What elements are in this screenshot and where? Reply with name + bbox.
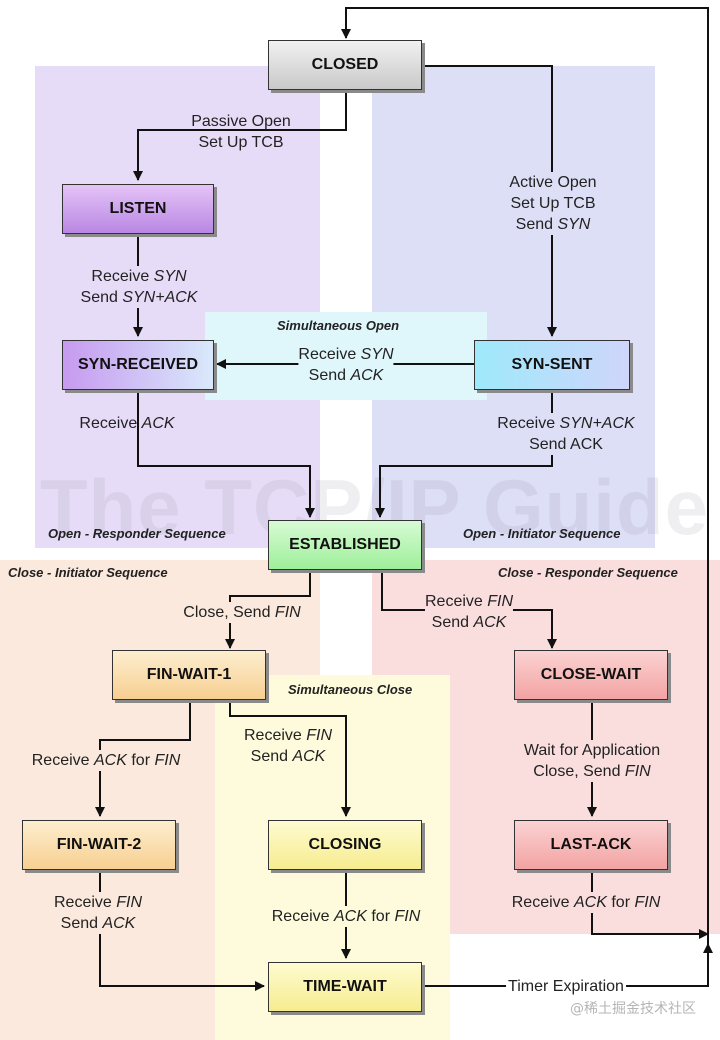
label-lastack-to-closed: Receive ACK for FIN bbox=[511, 892, 661, 913]
state-established: ESTABLISHED bbox=[268, 520, 422, 570]
label-cw-la-l2b: FIN bbox=[624, 763, 651, 780]
state-fin-wait-1: FIN-WAIT-1 bbox=[112, 650, 266, 700]
label-passive-open-line1: Passive Open bbox=[191, 113, 291, 130]
label-cl-tw-b: ACK bbox=[334, 908, 367, 925]
label-fw2-tw-l1b: FIN bbox=[116, 894, 143, 911]
label-simul-open-l2a: Send bbox=[308, 367, 351, 384]
label-fw1-closing-l2a: Send bbox=[250, 748, 293, 765]
label-synsent-to-est: Receive SYN+ACK Send ACK bbox=[497, 413, 635, 455]
label-cw-la-l2a: Close, Send bbox=[533, 763, 625, 780]
label-listen-synrcvd-l2b: SYN+ACK bbox=[122, 289, 198, 306]
label-synsent-est-l1a: Receive bbox=[497, 415, 560, 432]
caption-open-initiator: Open - Initiator Sequence bbox=[463, 526, 621, 541]
arrow-finwait1-to-closing bbox=[229, 700, 351, 817]
arrow-closed-to-synsent bbox=[422, 65, 557, 337]
label-fw2-tw-l2b: ACK bbox=[102, 915, 136, 932]
label-fw1-closing-l1a: Receive bbox=[243, 727, 307, 744]
label-cl-tw-c: for bbox=[366, 908, 395, 925]
label-cl-tw-a: Receive bbox=[271, 908, 334, 925]
label-finwait2-to-timewait: Receive FIN Send ACK bbox=[53, 892, 143, 934]
caption-close-initiator: Close - Initiator Sequence bbox=[8, 565, 168, 580]
label-fw2-tw-l1a: Receive bbox=[53, 894, 117, 911]
label-synsent-est-l2: Send ACK bbox=[529, 436, 603, 453]
label-timer-expiration: Timer Expiration bbox=[506, 976, 626, 997]
label-synsent-est-l1b: SYN+ACK bbox=[559, 415, 635, 432]
label-listen-synrcvd-l2a: Send bbox=[80, 289, 123, 306]
state-syn-sent: SYN-SENT bbox=[474, 340, 630, 390]
label-est-closewait-l1b: FIN bbox=[487, 593, 514, 610]
caption-close-responder: Close - Responder Sequence bbox=[498, 565, 678, 580]
label-active-open-line2: Set Up TCB bbox=[510, 195, 596, 212]
label-listen-to-synrcvd: Receive SYN Send SYN+ACK bbox=[80, 266, 198, 308]
label-est-closewait-l2b: ACK bbox=[473, 614, 507, 631]
arrow-finwait1-to-finwait2 bbox=[95, 700, 191, 817]
label-finwait1-to-finwait2: Receive ACK for FIN bbox=[31, 750, 181, 771]
region-open-initiator bbox=[372, 66, 655, 548]
caption-simultaneous-close: Simultaneous Close bbox=[288, 682, 413, 697]
state-time-wait: TIME-WAIT bbox=[268, 962, 422, 1012]
label-fw1-closing-l2b: ACK bbox=[292, 748, 326, 765]
label-fw1-fw2-d: FIN bbox=[154, 752, 181, 769]
label-simul-open-l1a: Receive bbox=[298, 346, 361, 363]
label-closewait-to-lastack: Wait for Application Close, Send FIN bbox=[523, 740, 661, 782]
label-active-open-line1: Active Open bbox=[509, 174, 597, 191]
label-synrcvd-est-l1b: ACK bbox=[141, 415, 175, 432]
label-la-cl-b: ACK bbox=[574, 894, 607, 911]
state-closing: CLOSING bbox=[268, 820, 422, 870]
caption-simultaneous-open: Simultaneous Open bbox=[277, 318, 400, 333]
label-est-closewait-l2a: Send bbox=[431, 614, 474, 631]
label-passive-open-line2: Set Up TCB bbox=[198, 134, 284, 151]
state-last-ack: LAST-ACK bbox=[514, 820, 668, 870]
label-fw1-fw2-b: ACK bbox=[94, 752, 127, 769]
label-cl-tw-d: FIN bbox=[394, 908, 421, 925]
arrow-rail-to-closed bbox=[341, 7, 709, 944]
label-fw1-closing-l1b: FIN bbox=[306, 727, 333, 744]
label-passive-open: Passive Open Set Up TCB bbox=[191, 111, 291, 153]
label-timer-expiration-text: Timer Expiration bbox=[508, 978, 624, 995]
label-est-finwait1-l1a: Close, Send bbox=[183, 604, 275, 621]
label-active-open: Active Open Set Up TCB Send SYN bbox=[509, 172, 597, 235]
label-simul-open: Receive SYN Send ACK bbox=[298, 344, 394, 386]
label-fw1-fw2-c: for bbox=[126, 752, 155, 769]
label-la-cl-d: FIN bbox=[634, 894, 661, 911]
label-fw1-fw2-a: Receive bbox=[31, 752, 94, 769]
arrow-closed-to-listen bbox=[133, 90, 347, 181]
label-simul-open-l1b: SYN bbox=[360, 346, 394, 363]
label-est-to-finwait1: Close, Send FIN bbox=[183, 602, 301, 623]
label-la-cl-a: Receive bbox=[511, 894, 574, 911]
state-listen: LISTEN bbox=[62, 184, 214, 234]
state-closed: CLOSED bbox=[268, 40, 422, 90]
label-est-finwait1-l1b: FIN bbox=[274, 604, 301, 621]
label-finwait1-to-closing: Receive FIN Send ACK bbox=[243, 725, 333, 767]
label-la-cl-c: for bbox=[606, 894, 635, 911]
label-closing-to-timewait: Receive ACK for FIN bbox=[271, 906, 421, 927]
label-est-closewait-l1a: Receive bbox=[424, 593, 488, 610]
arrow-lastack-to-rail bbox=[591, 870, 709, 939]
label-cw-la-l1: Wait for Application bbox=[523, 742, 661, 759]
credit-text: @稀土掘金技术社区 bbox=[570, 1001, 696, 1017]
label-active-open-line3a: Send bbox=[515, 216, 558, 233]
caption-open-responder: Open - Responder Sequence bbox=[48, 526, 226, 541]
state-syn-received: SYN-RECEIVED bbox=[62, 340, 214, 390]
state-fin-wait-2: FIN-WAIT-2 bbox=[22, 820, 176, 870]
state-close-wait: CLOSE-WAIT bbox=[514, 650, 668, 700]
label-listen-synrcvd-l1a: Receive bbox=[91, 268, 154, 285]
label-listen-synrcvd-l1b: SYN bbox=[153, 268, 187, 285]
label-est-to-closewait: Receive FIN Send ACK bbox=[424, 591, 514, 633]
label-simul-open-l2b: ACK bbox=[350, 367, 384, 384]
arrow-synrcvd-to-est bbox=[137, 390, 315, 518]
label-synrcvd-est-l1a: Receive bbox=[79, 415, 142, 432]
label-synrcvd-to-est: Receive ACK bbox=[79, 413, 174, 434]
label-active-open-line3b: SYN bbox=[557, 216, 591, 233]
label-fw2-tw-l2a: Send bbox=[60, 915, 103, 932]
